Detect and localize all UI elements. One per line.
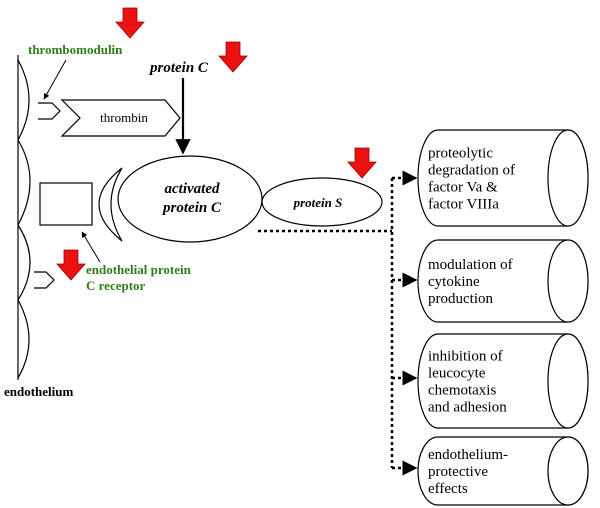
thrombomodulin-receptor-shape — [38, 102, 61, 120]
effect-cylinder-cap — [547, 239, 589, 323]
effect-text-line: factor Va & — [428, 180, 498, 196]
thrombomodulin-label: thrombomodulin — [28, 42, 123, 57]
effect-text-line: production — [428, 291, 493, 307]
effect-text-line: inhibition of — [428, 349, 503, 365]
effect-text-line: factor VIIIa — [428, 197, 499, 213]
red-arrow-icon — [218, 41, 248, 73]
effect-text-line: proteolytic — [428, 146, 493, 162]
thrombin-label: thrombin — [100, 110, 148, 125]
effect-text-line: endothelium- — [428, 447, 508, 463]
red-arrow-icon — [56, 249, 86, 281]
epcr-label-line1: endothelial protein — [86, 262, 192, 277]
activated-protein-c-ellipse — [117, 155, 263, 243]
effect-cylinder-cap — [547, 333, 589, 429]
dotted-branch-arrows — [392, 170, 418, 476]
dotted-connectors — [258, 178, 394, 468]
red-arrows — [56, 7, 377, 281]
endothelium-scallops — [17, 59, 31, 379]
effect-text-line: effects — [428, 481, 468, 497]
effect-text-line: cytokine — [428, 274, 480, 290]
effect-text-line: protective — [428, 464, 488, 480]
red-arrow-icon — [115, 7, 145, 39]
protein-c-label: protein C — [148, 60, 209, 76]
effect-cylinder-cap — [547, 436, 589, 506]
epcr-crescent — [98, 167, 123, 242]
red-arrow-icon — [347, 147, 377, 179]
effect-text-line: modulation of — [428, 257, 513, 273]
effect-text-line: and adhesion — [428, 400, 507, 416]
activated-protein-c-line1: activated — [165, 181, 220, 197]
epcr-label-line2: C receptor — [86, 278, 146, 293]
epcr-pointer-arrow — [81, 231, 101, 263]
receptor-rectangle — [39, 182, 93, 226]
thrombin-shape — [60, 99, 181, 137]
epcr-receptor-shape — [34, 271, 55, 289]
protein-s-ellipse — [261, 177, 383, 227]
effect-cylinder-cap — [547, 129, 589, 227]
endothelium-label: endothelium — [4, 384, 74, 399]
effect-text-line: leucocyte — [428, 366, 486, 382]
effect-text-line: degradation of — [428, 163, 515, 179]
protein-s-label: protein S — [293, 195, 343, 210]
activated-protein-c-line2: protein C — [161, 200, 222, 216]
thrombomodulin-pointer-arrow — [43, 59, 67, 100]
effect-text-line: chemotaxis — [428, 383, 496, 399]
